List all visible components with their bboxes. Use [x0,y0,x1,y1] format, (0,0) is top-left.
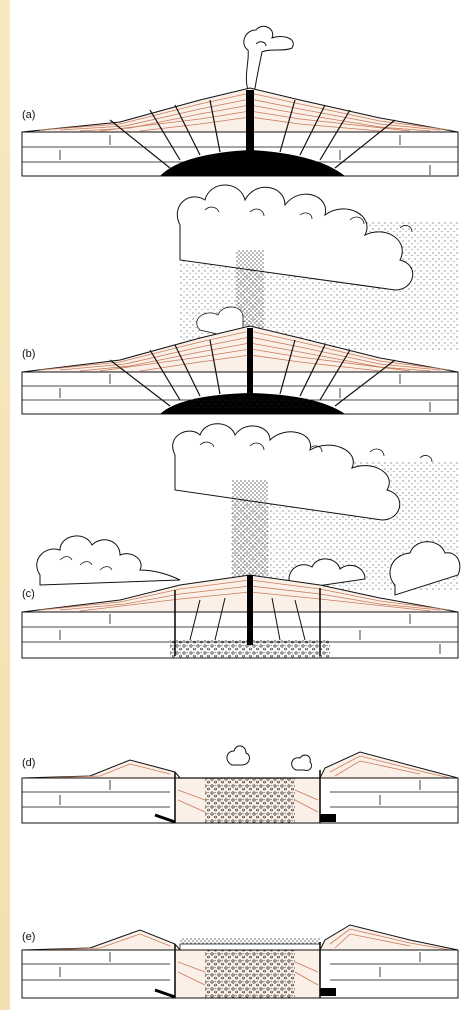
caldera-lake-e [180,944,320,950]
panel-label-c: (c) [22,588,35,600]
conduit-a [246,90,254,152]
panel-e: (e) [22,925,458,998]
panel-label-b: (b) [22,348,35,360]
conduit-b [247,328,253,394]
panel-c: (c) [22,424,460,658]
panel-label-e: (e) [22,931,35,943]
ash-cloud-c [37,424,460,595]
steam-vents-d [227,746,312,770]
panel-b: (b) [22,185,458,414]
panel-label-d: (d) [22,757,35,769]
panel-d: (d) [22,746,458,823]
conduit-c [247,575,253,645]
eruption-plume-a [244,26,293,95]
panel-label-a: (a) [22,109,35,121]
ash-cloud-b [177,185,458,350]
panel-a: (a) [22,26,458,176]
